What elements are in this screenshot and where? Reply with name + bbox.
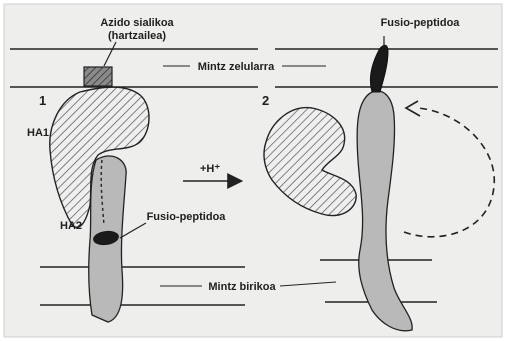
panel-1-label: 1 [39,93,46,108]
receptor-label: Azido sialikoa [100,17,174,29]
viral-membrane-label: Mintz birikoa [208,281,276,293]
ha1-label: HA1 [27,127,49,139]
fusion-peptide-right-label: Fusio-peptidoa [381,17,461,29]
panel-2-label: 2 [262,93,269,108]
sialic-acid-receptor [84,67,112,86]
ha2-label: HA2 [60,220,82,232]
fusion-peptide-left-label: Fusio-peptidoa [147,211,227,223]
cell-membrane-label: Mintz zelularra [198,61,275,73]
acid-trigger-label: +H⁺ [200,163,220,175]
receptor-note-label: (hartzailea) [108,30,166,42]
